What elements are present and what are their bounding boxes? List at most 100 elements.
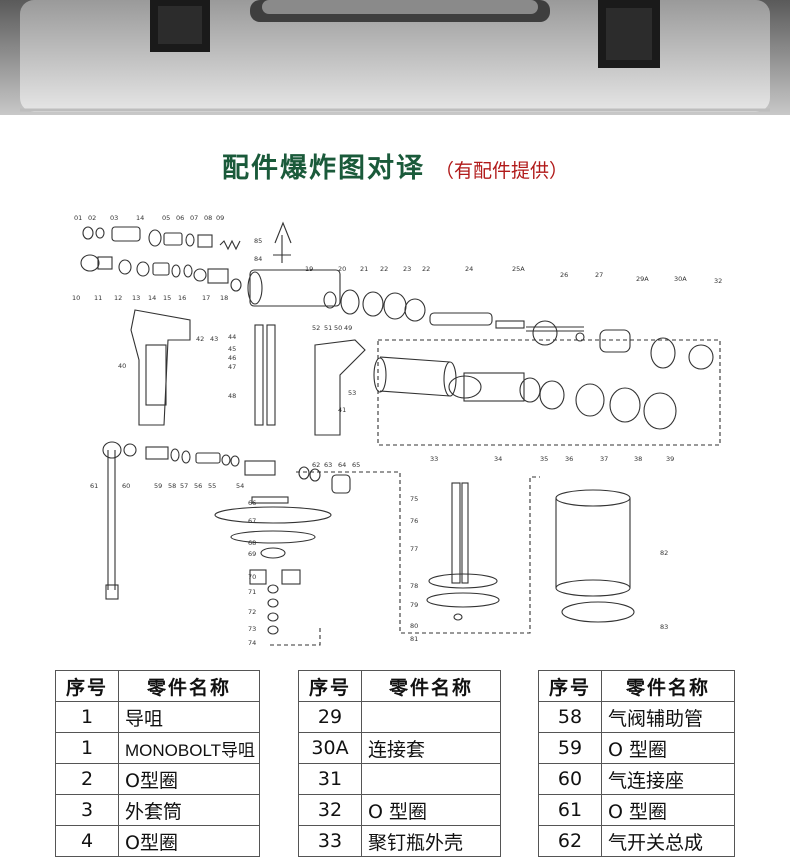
part-callout-label: 65 [352,461,360,469]
part-callout-label: 50 [334,324,342,332]
part-callout-label: 22 [380,265,388,273]
part-callout-label: 07 [190,214,198,222]
part-callout-label: 06 [176,214,184,222]
header-num: 序号 [55,670,119,702]
part-callout-label: 54 [236,482,244,490]
table-header-row: 序号 零件名称 [538,670,735,702]
part-callout-label: 44 [228,333,236,341]
part-callout-label: 67 [248,517,256,525]
header-num: 序号 [538,670,602,702]
part-callout-label: 36 [565,455,573,463]
part-callout-label: 02 [88,214,96,222]
part-num: 62 [538,825,602,857]
part-num: 31 [298,763,362,795]
title-sub: （有配件提供） [434,160,568,182]
part-callout-label: 64 [338,461,346,469]
part-callout-label: 84 [254,255,262,263]
part-callout-label: 08 [204,214,212,222]
part-callout-label: 76 [410,517,418,525]
part-callout-label: 46 [228,354,236,362]
part-name: 连接套 [361,732,501,764]
part-callout-label: 01 [74,214,82,222]
part-num: 60 [538,763,602,795]
part-callout-label: 21 [360,265,368,273]
part-name: O型圈 [118,825,260,857]
part-callout-label: 27 [595,271,603,279]
part-callout-label: 80 [410,622,418,630]
part-callout-label: 81 [410,635,418,643]
part-callout-label: 42 [196,335,204,343]
part-callout-label: 17 [202,294,210,302]
part-name: O 型圈 [361,794,501,826]
part-callout-label: 39 [666,455,674,463]
part-callout-label: 61 [90,482,98,490]
part-callout-label: 20 [338,265,346,273]
part-callout-label: 58 [168,482,176,490]
carry-case-image [0,0,790,115]
part-callout-label: 43 [210,335,218,343]
part-callout-label: 68 [248,539,256,547]
product-photo [0,0,790,115]
part-callout-label: 52 [312,324,320,332]
part-callout-label: 11 [94,294,102,302]
part-callout-label: 33 [430,455,438,463]
part-callout-label: 83 [660,623,668,631]
part-callout-label: 51 [324,324,332,332]
part-callout-label: 74 [248,639,256,647]
part-callout-label: 16 [178,294,186,302]
part-callout-label: 78 [410,582,418,590]
part-name [361,763,501,795]
part-callout-label: 26 [560,271,568,279]
part-num: 33 [298,825,362,857]
part-num: 58 [538,701,602,733]
part-callout-label: 66 [248,499,256,507]
part-callout-label: 34 [494,455,502,463]
part-callout-label: 30A [674,275,687,283]
part-callout-label: 82 [660,549,668,557]
part-callout-label: 47 [228,363,236,371]
part-name: O 型圈 [601,794,735,826]
part-callout-label: 48 [228,392,236,400]
part-callout-label: 25A [512,265,525,273]
part-callout-label: 75 [410,495,418,503]
part-name: MONOBOLT导咀 [118,732,260,764]
part-callout-label: 62 [312,461,320,469]
part-num: 4 [55,825,119,857]
part-num: 1 [55,701,119,733]
part-name [361,701,501,733]
part-callout-label: 19 [305,265,313,273]
part-callout-label: 63 [324,461,332,469]
part-callout-label: 79 [410,601,418,609]
part-num: 1 [55,732,119,764]
part-callout-label: 45 [228,345,236,353]
part-callout-label: 38 [634,455,642,463]
part-callout-label: 32 [714,277,722,285]
part-num: 59 [538,732,602,764]
part-callout-label: 15 [163,294,171,302]
part-callout-label: 12 [114,294,122,302]
part-callout-label: 60 [122,482,130,490]
part-name: 气开关总成 [601,825,735,857]
part-num: 2 [55,763,119,795]
part-callout-label: 59 [154,482,162,490]
header-name: 零件名称 [118,670,260,702]
header-name: 零件名称 [361,670,501,702]
part-num: 3 [55,794,119,826]
part-callout-label: 77 [410,545,418,553]
part-callout-label: 40 [118,362,126,370]
part-num: 32 [298,794,362,826]
part-callout-label: 72 [248,608,256,616]
